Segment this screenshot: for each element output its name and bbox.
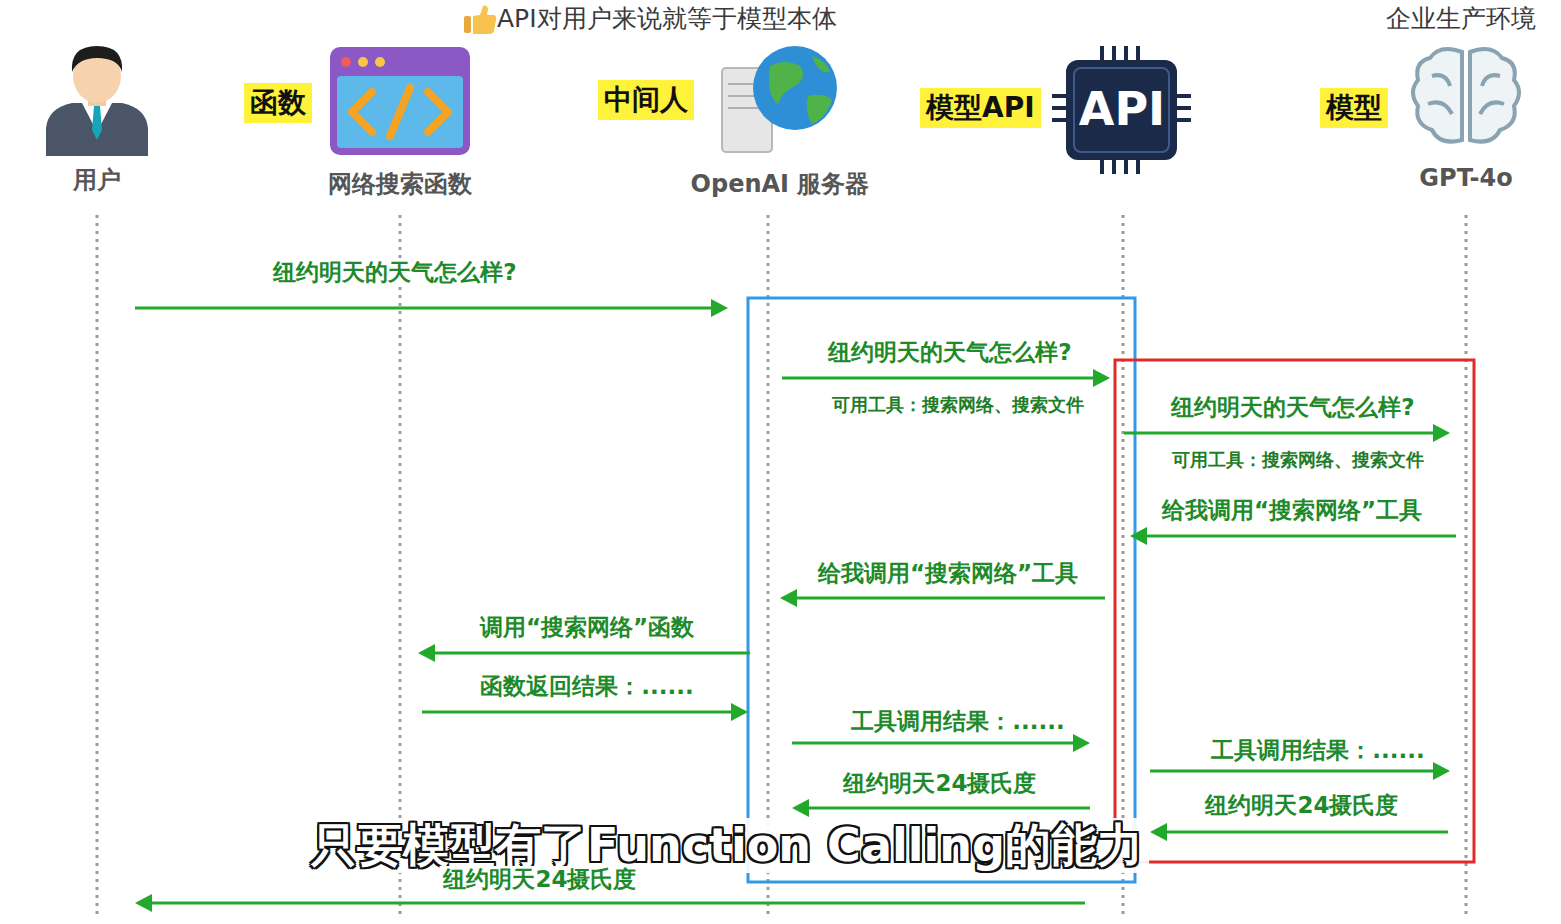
- message-arrow: [135, 894, 1085, 912]
- arrow-line: [135, 307, 716, 310]
- arrowhead: [780, 589, 797, 607]
- arrow-line: [1124, 432, 1438, 435]
- role-tag: 模型API: [920, 88, 1041, 128]
- arrowhead: [418, 644, 435, 662]
- message-arrow: [780, 589, 1105, 607]
- subtitle: 只要模型有了Function Calling的能力: [305, 818, 1149, 873]
- arrow-line: [804, 807, 1090, 810]
- arrowhead: [135, 894, 152, 912]
- message-arrow: [422, 703, 748, 721]
- arrowhead: [711, 299, 728, 317]
- arrowhead: [1433, 424, 1450, 442]
- participant-name: OpenAI 服务器: [691, 170, 870, 199]
- participant-name: 用户: [73, 166, 121, 195]
- participant: 函数网络搜索函数: [240, 78, 485, 203]
- lifelines: [97, 215, 1466, 918]
- code-window-icon: [330, 47, 470, 155]
- top-caption: 企业生产环境: [1386, 4, 1536, 34]
- message-label: 纽约明天的天气怎么样?: [269, 259, 520, 287]
- role-tag: 函数: [244, 83, 312, 123]
- message-label: 调用“搜索网络”函数: [476, 614, 698, 642]
- tool-list: 可用工具：搜索网络、搜索文件: [1169, 449, 1427, 471]
- lifeline: [1122, 215, 1125, 918]
- message-label: 函数返回结果：......: [476, 673, 697, 701]
- participant: 模型 GPT-4o: [1315, 40, 1545, 200]
- participant: 中间人 OpenAI 服务器: [595, 75, 880, 205]
- tool-list: 可用工具：搜索网络、搜索文件: [829, 394, 1087, 416]
- arrowhead: [1150, 823, 1167, 841]
- message-label: 工具调用结果：......: [847, 708, 1068, 736]
- participant-name: GPT-4o: [1419, 164, 1512, 193]
- message-arrow: [792, 799, 1090, 817]
- arrow-line: [147, 902, 1085, 905]
- message-arrow: [782, 369, 1110, 387]
- lifeline: [399, 215, 402, 918]
- message-label: 纽约明天24摄氏度: [439, 866, 640, 894]
- role-tag: 模型: [1320, 88, 1388, 128]
- blue-region: [748, 298, 1135, 882]
- chip-label: API: [1079, 82, 1165, 137]
- arrow-line: [422, 711, 736, 714]
- message-label: 纽约明天的天气怎么样?: [1167, 394, 1418, 422]
- arrowhead: [1073, 734, 1090, 752]
- arrow-line: [430, 652, 750, 655]
- thumbs-icon: [464, 5, 496, 34]
- arrowhead: [1433, 762, 1450, 780]
- lifeline: [767, 215, 770, 918]
- participant: 模型API API: [915, 40, 1195, 180]
- chip-icon: [1052, 46, 1191, 174]
- red-region: [1115, 360, 1474, 862]
- arrow-line: [1142, 535, 1456, 538]
- arrow-line: [782, 377, 1098, 380]
- role-tag: 中间人: [598, 80, 694, 120]
- lifeline: [1465, 215, 1468, 918]
- message-label: 工具调用结果：......: [1207, 737, 1428, 765]
- top-caption: API对用户来说就等于模型本体: [497, 4, 837, 34]
- message-arrow: [418, 644, 750, 662]
- message-arrow: [1130, 527, 1456, 545]
- arrow-line: [1150, 770, 1438, 773]
- participant: 用户: [40, 160, 155, 205]
- arrowhead: [731, 703, 748, 721]
- message-label: 纽约明天的天气怎么样?: [824, 339, 1075, 367]
- arrowhead: [1130, 527, 1147, 545]
- message-label: 纽约明天24摄氏度: [839, 770, 1040, 798]
- arrowhead: [1093, 369, 1110, 387]
- arrow-line: [792, 742, 1078, 745]
- message-label: 给我调用“搜索网络”工具: [814, 560, 1082, 588]
- brain-icon: [1413, 49, 1519, 142]
- arrowhead: [792, 799, 809, 817]
- message-arrow: [792, 734, 1090, 752]
- participant-name: 网络搜索函数: [328, 170, 472, 199]
- message-arrow: [1124, 424, 1450, 442]
- message-arrow: [1150, 823, 1448, 841]
- message-label: 纽约明天24摄氏度: [1201, 792, 1402, 820]
- server-icon: [722, 46, 837, 152]
- arrow-line: [792, 597, 1105, 600]
- user-icon: [46, 46, 148, 156]
- message-label: 给我调用“搜索网络”工具: [1158, 497, 1426, 525]
- arrow-line: [1162, 831, 1448, 834]
- message-arrow: [135, 299, 728, 317]
- lifeline: [96, 215, 99, 918]
